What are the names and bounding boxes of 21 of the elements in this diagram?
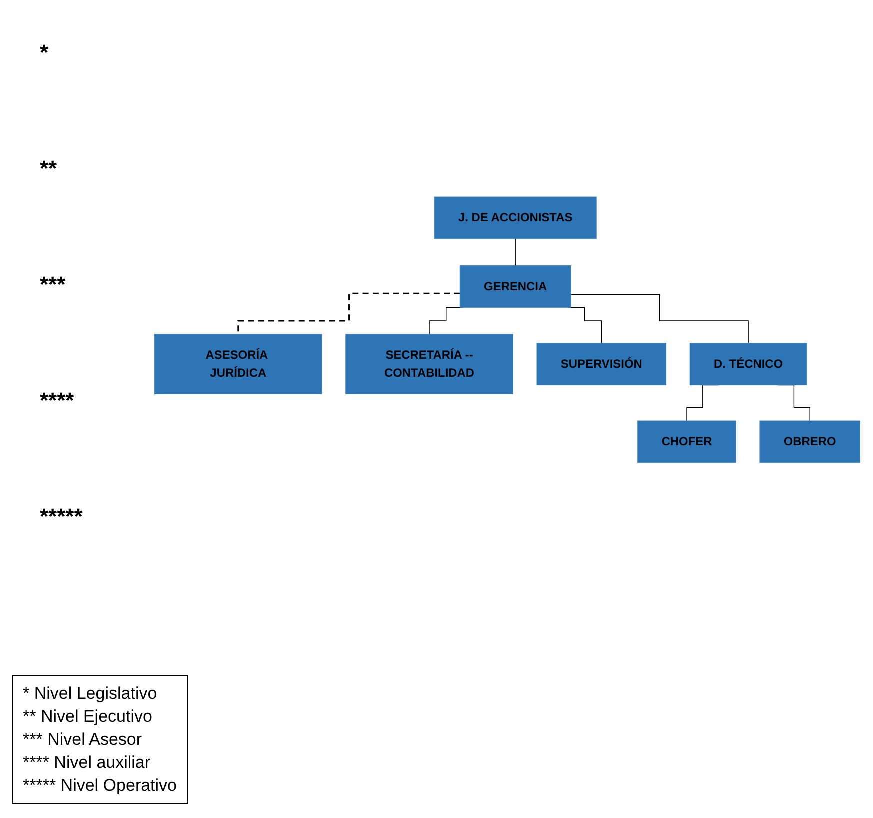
level-marker: * xyxy=(40,40,50,66)
legend-entry: * Nivel Legislativo xyxy=(23,684,158,703)
node-box xyxy=(638,420,736,464)
legend-entry: **** Nivel auxiliar xyxy=(23,753,151,772)
node-box xyxy=(460,266,572,308)
node-box xyxy=(690,343,808,386)
level-marker: **** xyxy=(40,388,76,414)
org-chart: J. DE ACCIONISTAS GERENCIA ASESORÍA JURÍDICA SECRETARÍA --CONTABILIDAD SUPERVISIÓN D. TÉCNICO CHOFER OBRERO xyxy=(150,5,865,655)
connector xyxy=(570,294,749,344)
level-marker: ***** xyxy=(40,504,84,530)
node-box xyxy=(536,343,667,386)
legend-entry: ** Nivel Ejecutivo xyxy=(23,707,152,726)
level-marker: ** xyxy=(40,156,58,182)
node-box xyxy=(154,334,322,394)
node-box xyxy=(760,420,861,464)
connector xyxy=(515,238,516,266)
legend-entry: *** Nivel Asesor xyxy=(23,730,142,749)
node-box xyxy=(434,196,597,240)
level-marker: *** xyxy=(40,272,67,298)
legend-entry: ***** Nivel Operativo xyxy=(23,776,178,795)
node-box xyxy=(346,334,514,394)
